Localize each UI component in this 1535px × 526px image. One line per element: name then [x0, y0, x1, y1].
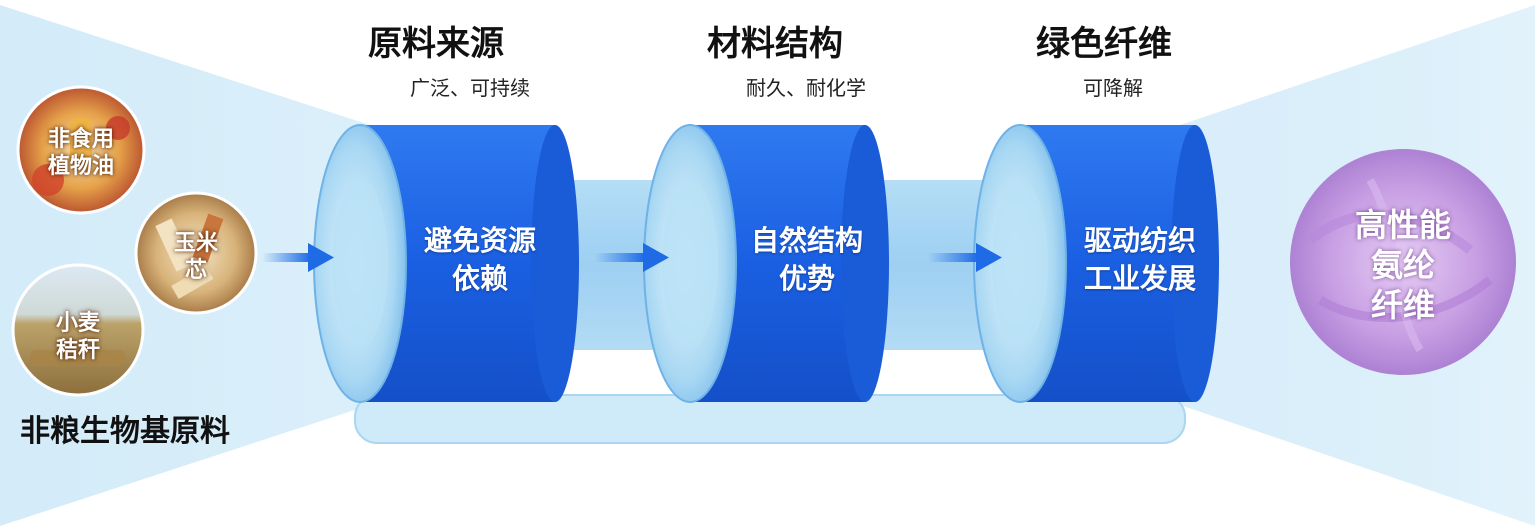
source-oil-line2: 植物油 — [47, 154, 114, 179]
stage-2-subtitle: 耐久、耐化学 — [746, 76, 866, 100]
sources-caption: 非粮生物基原料 — [20, 414, 230, 449]
stage-1-description: 避免资源 依赖 — [395, 222, 565, 298]
stage-3-description-line2: 工业发展 — [1083, 262, 1196, 295]
source-oil-line1: 非食用 — [47, 127, 114, 152]
source-wheat-label: 小麦 秸秆 — [38, 310, 118, 364]
flow-arrow-3 — [928, 243, 1002, 272]
flow-arrow-1 — [262, 243, 334, 272]
stage-2-description: 自然结构 优势 — [722, 222, 892, 298]
flow-arrow-2 — [595, 243, 669, 272]
stage-2-description-line2: 优势 — [778, 262, 835, 295]
source-wheat-line1: 小麦 — [55, 311, 100, 336]
source-oil-label: 非食用 植物油 — [31, 126, 131, 180]
source-corn-label: 玉米 芯 — [156, 230, 236, 284]
source-corn-line2: 芯 — [184, 258, 207, 283]
stage-2-title: 材料结构 — [707, 24, 843, 64]
base-tray — [354, 394, 1186, 444]
wheat-straw-image — [11, 263, 145, 397]
output-line1: 高性能 — [1354, 206, 1451, 244]
source-wheat-line2: 秸秆 — [55, 338, 100, 363]
stage-3-title: 绿色纤维 — [1036, 24, 1172, 64]
output-line3: 纤维 — [1370, 286, 1435, 324]
stage-1-description-line2: 依赖 — [451, 262, 508, 295]
oil-image — [16, 85, 146, 215]
cylinder-material-structure — [643, 124, 889, 403]
spandex-fabric-image — [1290, 149, 1516, 375]
source-corn-line1: 玉米 — [173, 231, 218, 256]
stage-2-description-line1: 自然结构 — [750, 224, 863, 257]
output-line2: 氨纶 — [1370, 246, 1435, 284]
stage-1-description-line1: 避免资源 — [423, 224, 536, 257]
corn-cob-image — [134, 191, 258, 315]
stage-3-description: 驱动纺织 工业发展 — [1055, 222, 1225, 298]
output-label: 高性能 氨纶 纤维 — [1343, 205, 1463, 325]
stage-3-subtitle: 可降解 — [1083, 76, 1143, 100]
stage-1-subtitle: 广泛、可持续 — [410, 76, 530, 100]
stage-1-title: 原料来源 — [368, 24, 504, 64]
cylinder-green-fiber — [973, 124, 1219, 403]
cylinder-raw-material — [313, 124, 579, 403]
stage-3-description-line1: 驱动纺织 — [1083, 224, 1196, 257]
